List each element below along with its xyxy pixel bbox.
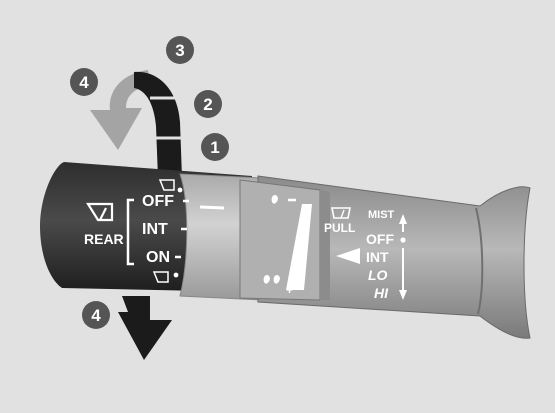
mist-label: MIST [368,209,395,221]
front-position-pointer [336,248,360,264]
windshield-wash-icon [331,207,351,219]
wiper-ring-arc [134,71,182,178]
rear-washer-icon-bottom [152,271,179,283]
rotate-down-arrow [118,296,172,360]
callout-2: 2 [194,90,222,118]
mist-to-hi-arrow [399,214,407,300]
front-position-int: INT [366,249,389,265]
rear-label: REAR [84,231,124,247]
svg-text:4: 4 [79,73,89,92]
front-position-off: OFF [366,231,394,247]
svg-text:3: 3 [175,41,184,60]
svg-text:+: + [286,283,293,297]
rear-washer-icon-top [158,179,183,193]
pull-label: PULL [324,221,355,235]
svg-text:2: 2 [203,95,212,114]
callout-1: 1 [201,133,229,161]
svg-text:1: 1 [210,138,219,157]
intermittent-adjust-icon: + [263,195,312,297]
rear-wiper-icon [86,202,114,222]
front-position-lo: LO [368,267,388,283]
callout-4-bottom: 4 [82,301,110,329]
rear-position-on: ON [146,249,170,266]
rear-position-int: INT [142,221,168,238]
rotate-up-arrow [90,70,150,150]
svg-text:4: 4 [91,306,101,325]
callout-4-top: 4 [70,68,98,96]
callout-3: 3 [166,36,194,64]
front-position-hi: HI [374,285,389,301]
rear-position-off: OFF [142,193,174,210]
